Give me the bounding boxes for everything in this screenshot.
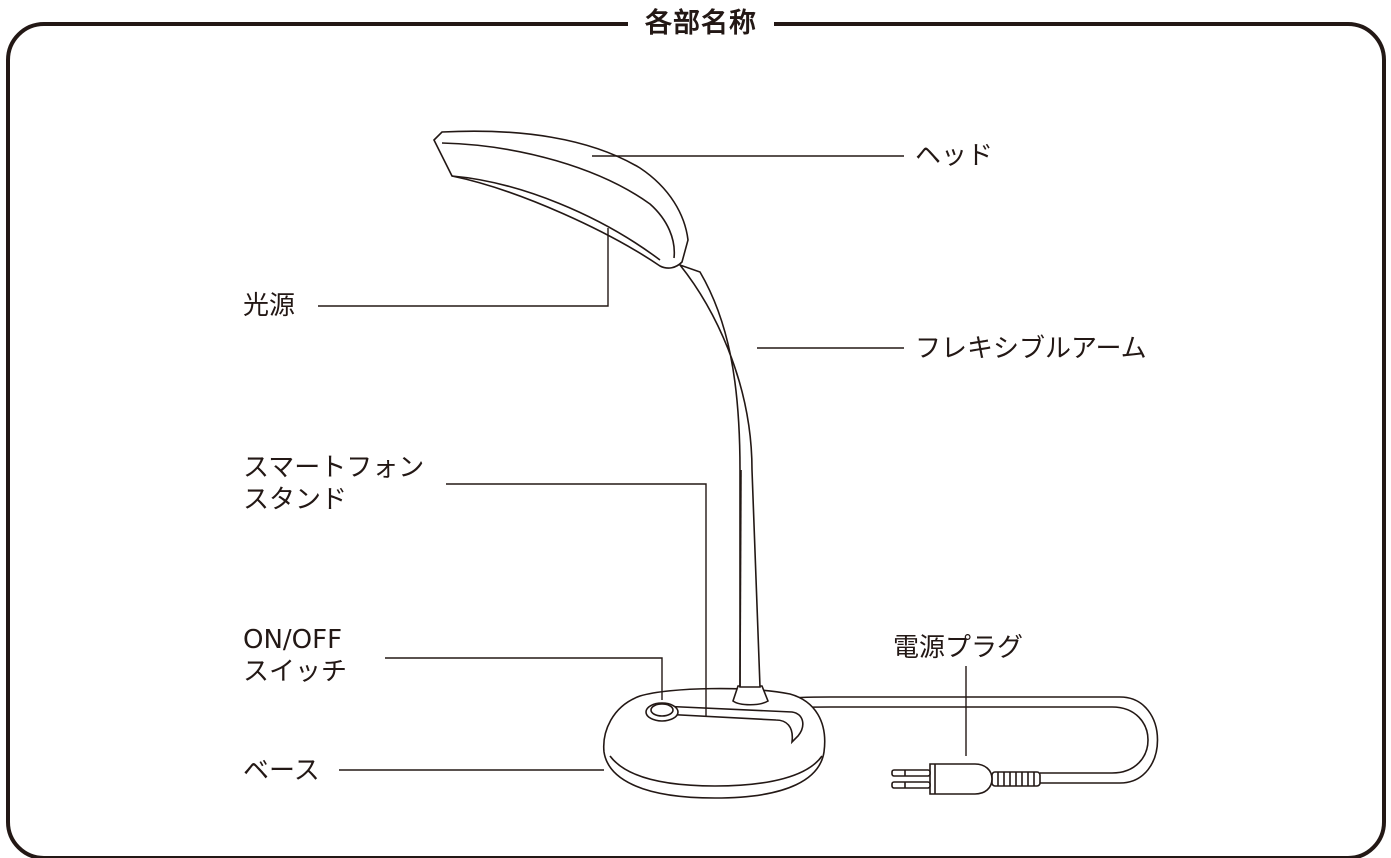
leader-light-source xyxy=(318,228,609,307)
label-head: ヘッド xyxy=(915,140,993,172)
label-flexible-arm: フレキシブルアーム xyxy=(915,333,1147,365)
lamp-base xyxy=(602,685,826,799)
label-phone-stand: スマートフォン スタンド xyxy=(243,452,424,516)
switch-button-illustration xyxy=(645,702,679,722)
leader-lines xyxy=(318,155,967,771)
label-power-plug: 電源プラグ xyxy=(893,632,1023,664)
label-base: ベース xyxy=(243,755,320,787)
label-flexible-arm-text: フレキシブルアーム xyxy=(915,334,1147,364)
label-power-plug-text: 電源プラグ xyxy=(893,633,1024,663)
label-light-source-text: 光源 xyxy=(243,291,296,321)
label-light-source: 光源 xyxy=(243,290,295,322)
label-power-switch-line2: スイッチ xyxy=(243,657,348,687)
label-power-switch: ON/OFF スイッチ xyxy=(243,624,347,688)
diagram-title: 各部名称 xyxy=(645,8,757,39)
label-phone-stand-line2: スタンド xyxy=(243,485,348,515)
leader-phone-stand xyxy=(446,483,707,716)
power-plug-illustration xyxy=(891,763,1041,795)
label-phone-stand-line1: スマートフォン xyxy=(243,453,425,483)
label-power-switch-line1: ON/OFF xyxy=(243,625,343,655)
label-base-text: ベース xyxy=(243,756,320,786)
lamp-head-illustration xyxy=(433,130,689,269)
title-tab: 各部名称 xyxy=(628,4,774,44)
leader-power-switch xyxy=(385,657,663,700)
flexible-arm-illustration xyxy=(677,263,761,688)
label-head-text: ヘッド xyxy=(915,141,994,171)
